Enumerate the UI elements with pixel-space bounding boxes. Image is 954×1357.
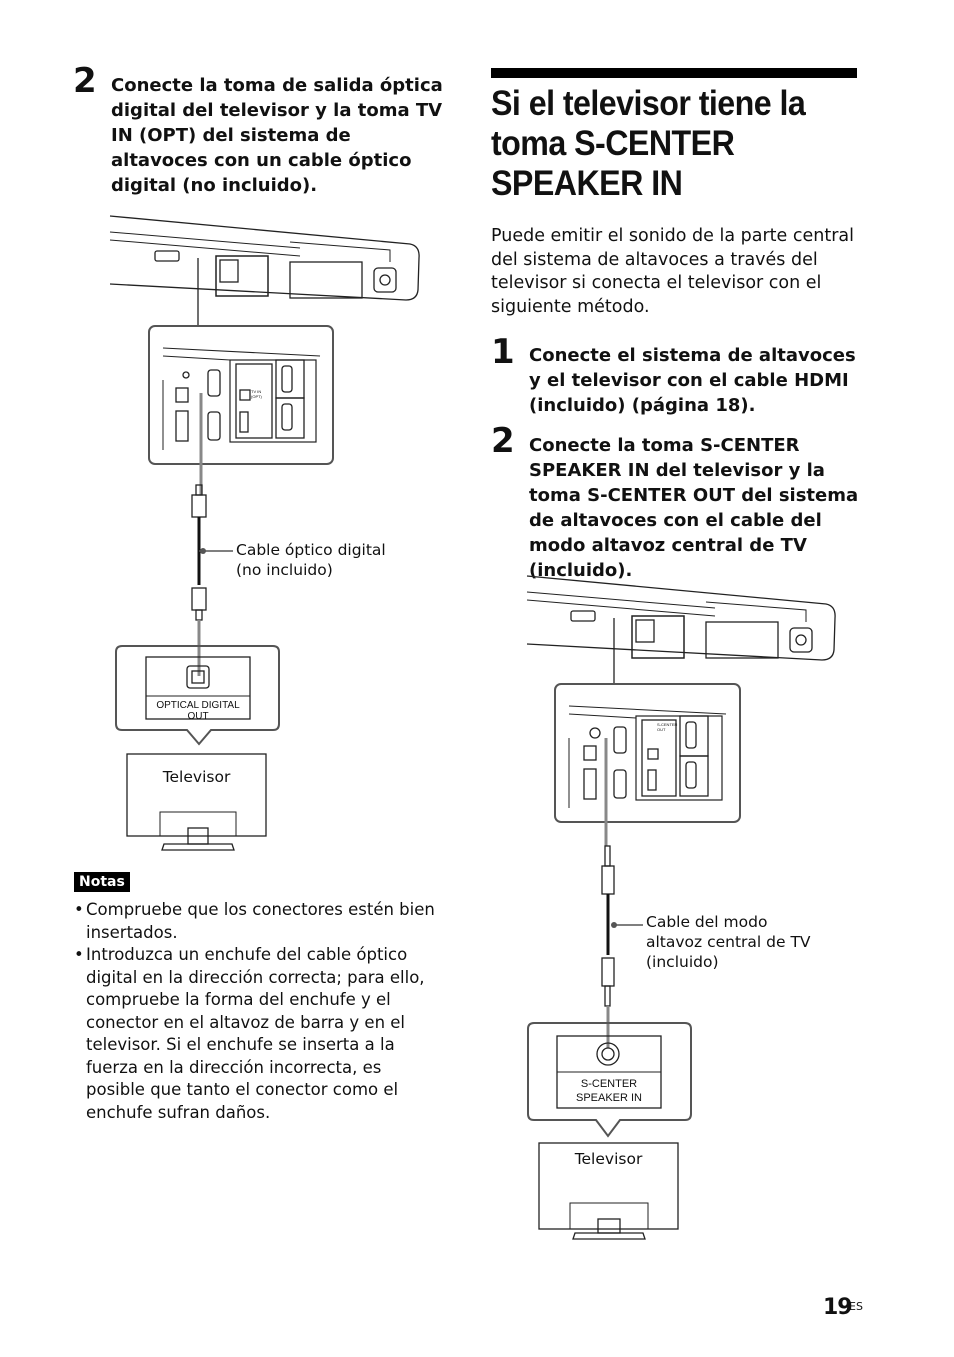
panel-port-label: TV IN (OPT) bbox=[251, 389, 262, 399]
port-panel-zoom bbox=[148, 325, 334, 465]
television bbox=[538, 1142, 679, 1230]
tv-port-label: S-CENTER SPEAKER IN bbox=[575, 1078, 643, 1104]
intro-text: Puede emitir el sonido de la parte centr… bbox=[491, 226, 854, 317]
port-panel-zoom bbox=[554, 683, 741, 823]
tv-port-callout bbox=[115, 645, 280, 746]
television bbox=[126, 753, 267, 837]
cable-label: altavoz central de TV bbox=[646, 933, 811, 951]
soundbar-outline bbox=[109, 215, 420, 301]
note-item: •Compruebe que los conectores estén bien… bbox=[74, 900, 435, 942]
cable-label: (incluido) bbox=[646, 953, 719, 971]
section-heading: Si el televisor tiene la toma S-CENTER S… bbox=[491, 84, 806, 203]
step-text: Conecte la toma S-CENTER SPEAKER IN del … bbox=[529, 435, 859, 581]
cable-label: Cable óptico digital bbox=[236, 541, 386, 559]
panel-port-label: S-CENTER OUT bbox=[657, 722, 678, 732]
tv-label: Televisor bbox=[162, 768, 231, 786]
step-number: 2 bbox=[491, 421, 515, 461]
step-number: 1 bbox=[491, 332, 515, 372]
cable-label: (no incluido) bbox=[236, 561, 333, 579]
tv-port-label: OPTICAL DIGITAL OUT bbox=[156, 700, 240, 722]
cable-label: Cable del modo bbox=[646, 913, 768, 931]
step-number: 2 bbox=[73, 61, 97, 101]
step-text: Conecte la toma de salida óptica digital… bbox=[111, 75, 443, 196]
section-rule bbox=[491, 68, 857, 78]
page-number: 19 bbox=[823, 1295, 853, 1320]
tv-label: Televisor bbox=[574, 1150, 643, 1168]
tv-port-callout bbox=[527, 1022, 692, 1138]
notes-list: •Compruebe que los conectores estén bien… bbox=[74, 899, 444, 1124]
note-item: •Introduzca un enchufe del cable óptico … bbox=[74, 945, 425, 1122]
page-language: ES bbox=[849, 1300, 863, 1313]
soundbar-outline bbox=[526, 575, 836, 661]
step-text: Conecte el sistema de altavoces y el tel… bbox=[529, 345, 856, 416]
notes-badge: Notas bbox=[74, 872, 130, 892]
